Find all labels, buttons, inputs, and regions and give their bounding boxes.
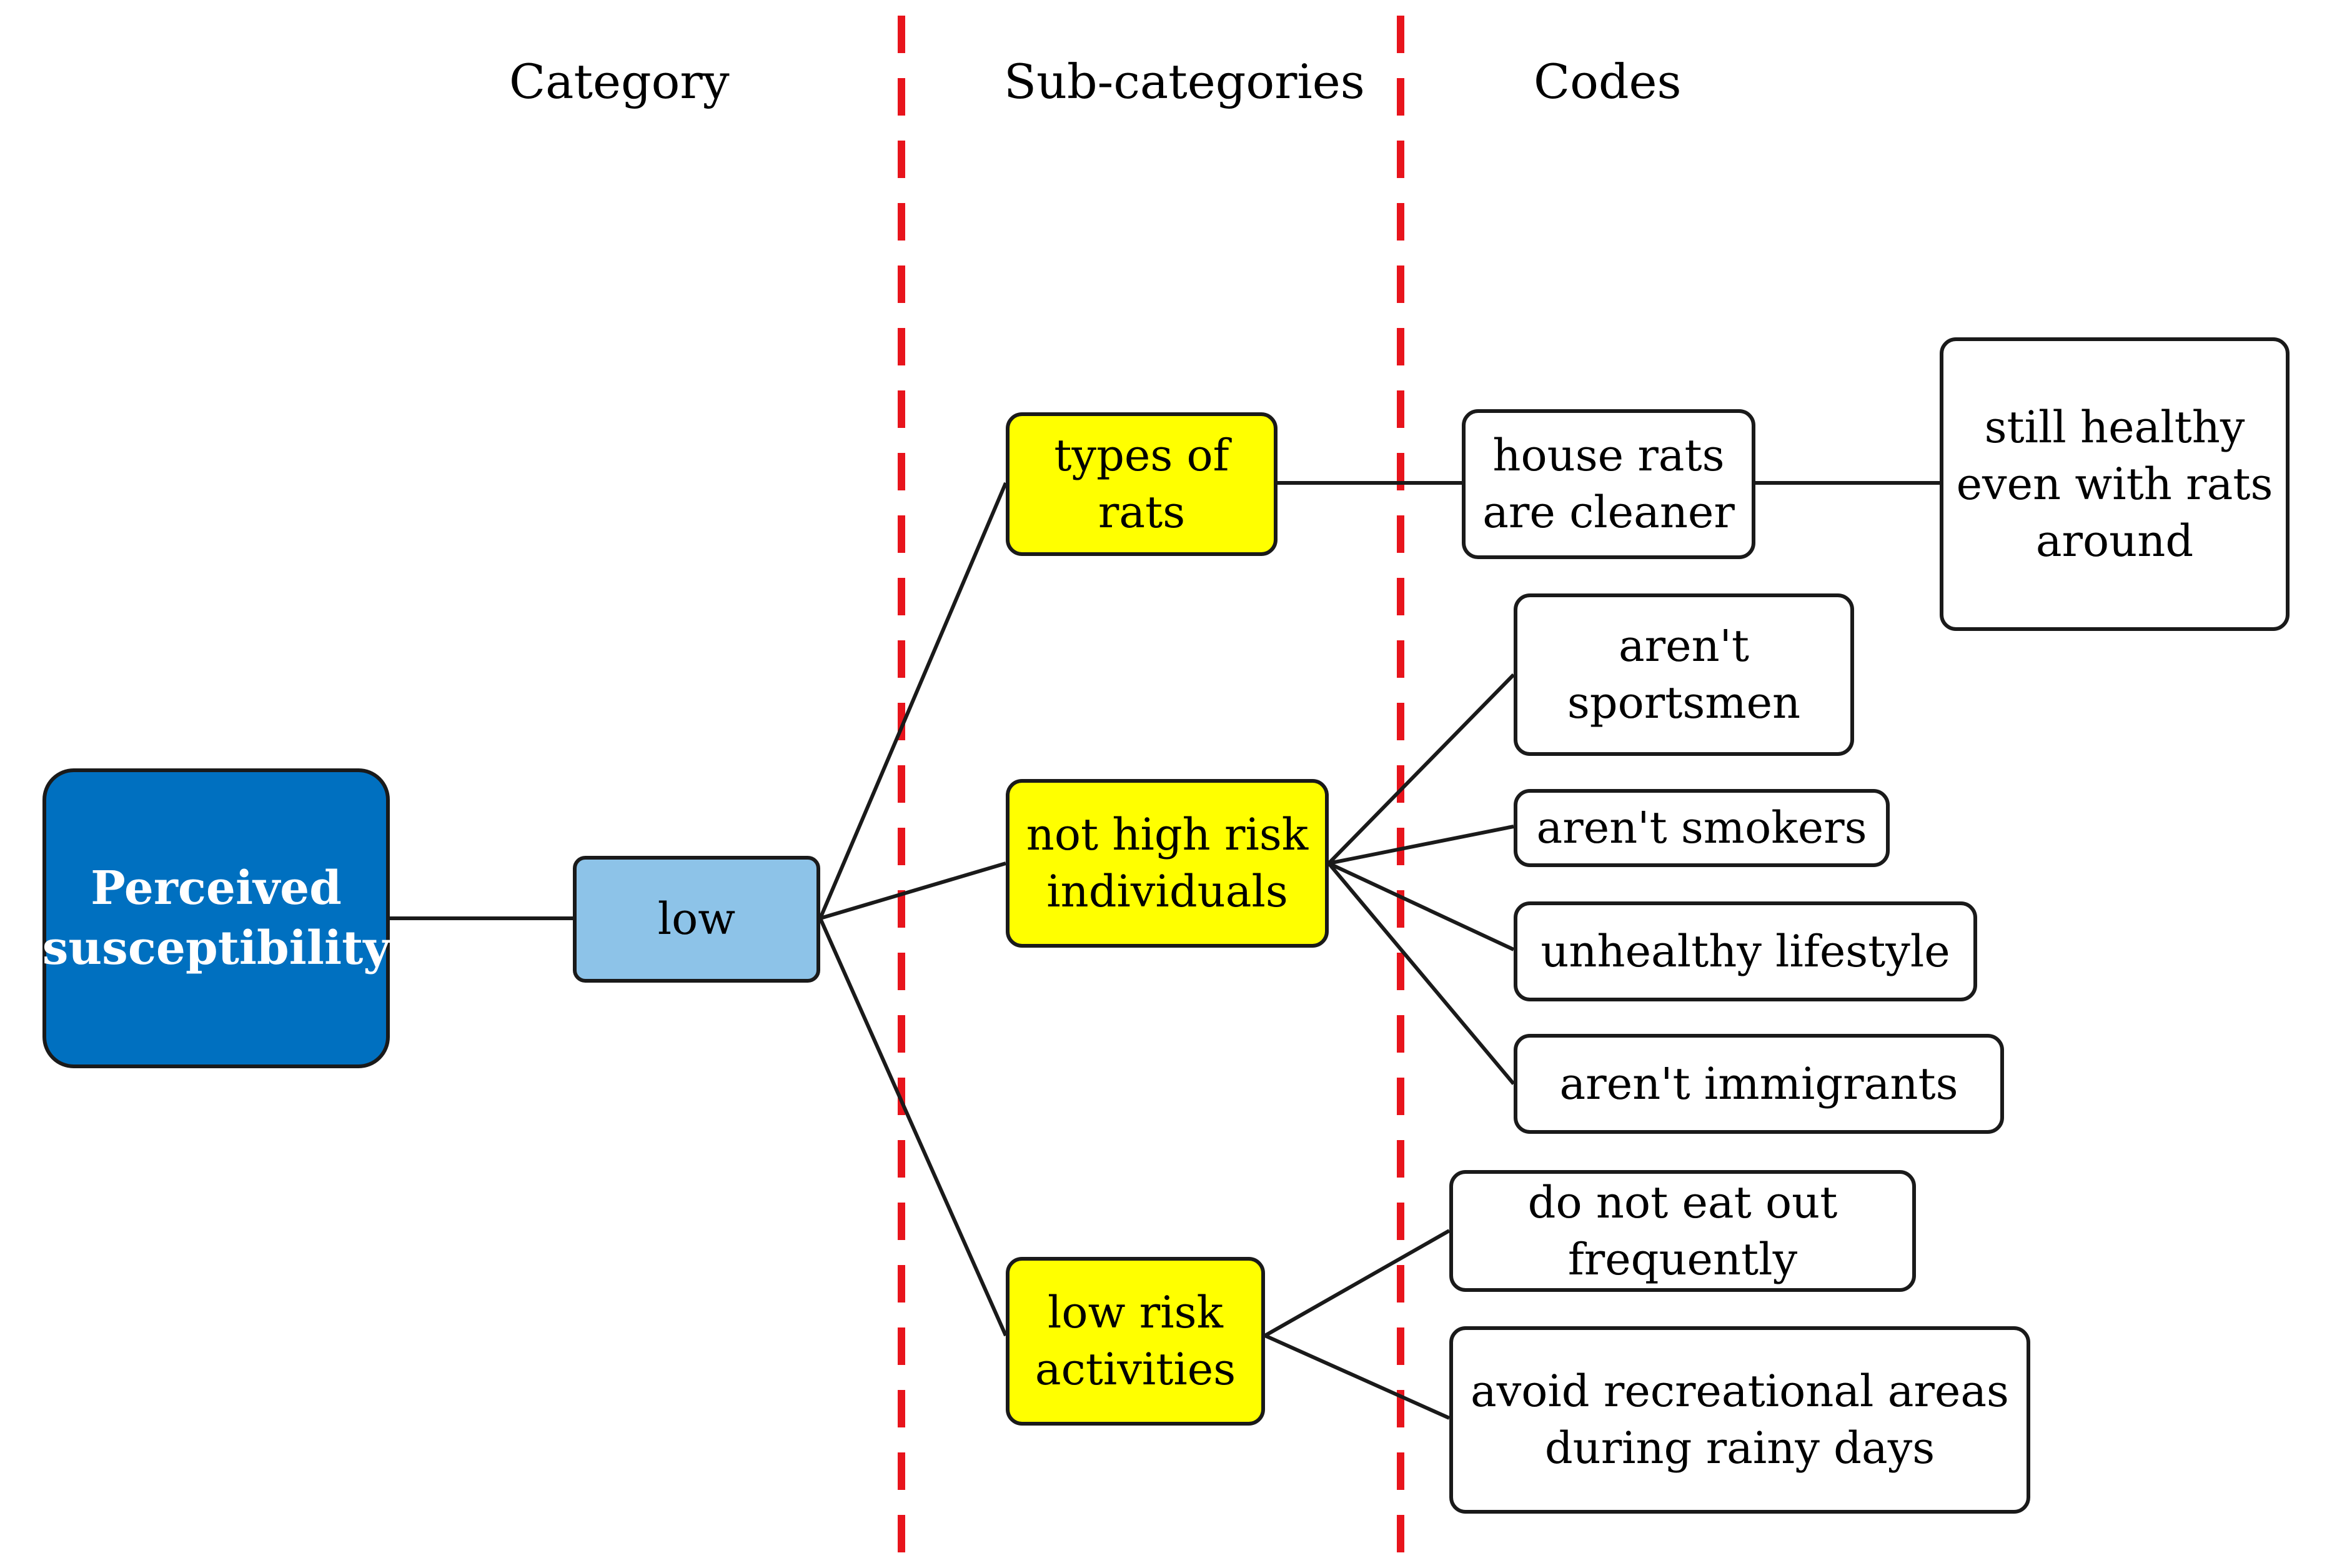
node-types-of-rats: types of rats [1006,412,1278,556]
connector-notrisk-smokers [1328,825,1514,865]
connector-notrisk-sportsmen [1327,673,1516,865]
node-arent-smokers: aren't smokers [1514,789,1890,867]
connector-lowrisk-recreational [1264,1334,1451,1420]
connector-lowrisk-eat-out [1264,1229,1451,1337]
connector-low-types-of-rats [818,482,1008,920]
header-subcategories: Sub-categories [1004,54,1365,109]
connector-notrisk-immigrants [1327,862,1516,1085]
node-not-high-risk-individuals: not high risk individuals [1006,779,1329,948]
node-perceived-susceptibility: Perceived susceptibility [42,768,390,1068]
node-arent-sportsmen: aren't sportsmen [1514,593,1854,756]
node-house-rats-are-cleaner: house rats are cleaner [1462,409,1755,559]
connector-low-low-risk-activities [818,917,1008,1337]
node-arent-immigrants: aren't immigrants [1514,1034,2004,1134]
connector-low-not-high-risk [820,861,1006,920]
node-do-not-eat-out-frequently: do not eat out frequently [1449,1170,1916,1292]
node-unhealthy-lifestyle: unhealthy lifestyle [1514,901,1977,1001]
node-low: low [573,856,820,983]
node-avoid-recreational-areas: avoid recreational areas during rainy da… [1449,1326,2030,1514]
header-codes: Codes [1534,54,1682,109]
node-low-risk-activities: low risk activities [1006,1257,1265,1426]
node-still-healthy-with-rats: still healthy even with rats around [1940,337,2290,631]
connector-notrisk-unhealthy [1327,861,1515,951]
header-category: Category [509,54,730,109]
